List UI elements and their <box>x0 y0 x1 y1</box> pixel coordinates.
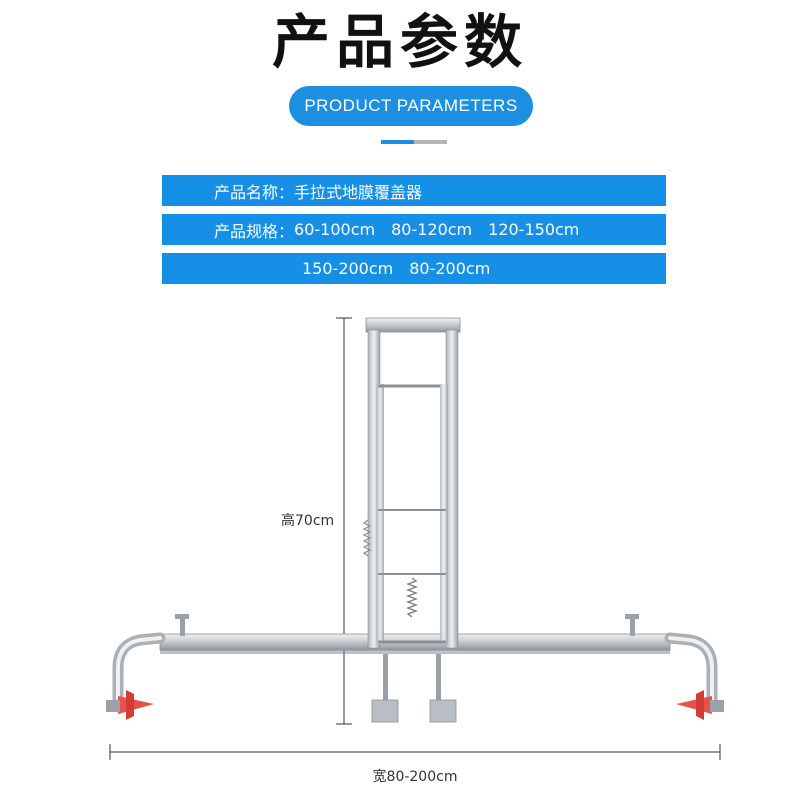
name-label: 产品名称： <box>214 182 295 202</box>
height-label: 高70cm <box>281 513 335 529</box>
page-title: 产品参数 <box>271 8 528 76</box>
spec-row-name: 产品名称： 手拉式地膜覆盖器 <box>162 175 666 206</box>
subtitle-pill: PRODUCT PARAMETERS <box>289 86 533 126</box>
spec-value: 80-120cm <box>391 220 473 239</box>
height-dimension-line <box>336 317 352 725</box>
spec-label: 产品规格： <box>214 221 295 241</box>
spec-value: 80-200cm <box>409 259 491 278</box>
spec-value: 60-100cm <box>294 220 376 239</box>
width-label: 宽80-200cm <box>372 769 458 785</box>
spec-row-sizes-continued: 150-200cm 80-200cm <box>162 253 666 284</box>
horizontal-beam <box>112 614 718 708</box>
width-dimension-line <box>109 744 721 760</box>
vertical-frame <box>362 317 461 723</box>
right-cone <box>676 690 724 720</box>
underline-gray <box>414 140 447 144</box>
left-cone <box>106 690 154 720</box>
underline-blue <box>381 140 414 144</box>
spec-value: 120-150cm <box>488 220 580 239</box>
spec-row-sizes: 产品规格： 60-100cm 80-120cm 120-150cm <box>162 214 666 245</box>
spec-value: 150-200cm <box>302 259 394 278</box>
name-value: 手拉式地膜覆盖器 <box>294 182 423 202</box>
